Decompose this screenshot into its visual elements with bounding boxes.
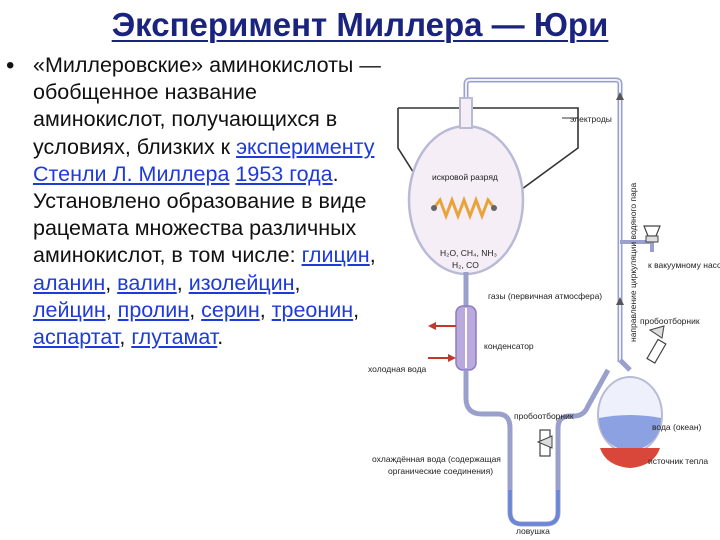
bullet-marker: •	[6, 52, 15, 79]
flow-arrow-icon	[616, 297, 624, 305]
link-aspartate[interactable]: аспартат	[33, 325, 120, 350]
water-in-arrow-icon	[448, 354, 456, 362]
label-water-ocean: вода (океан)	[652, 422, 702, 432]
slide-title: Эксперимент Миллера — Юри	[111, 6, 609, 43]
label-chem-1: H₂O, CH₄, NH₃	[440, 248, 497, 258]
separator: ,	[369, 243, 376, 268]
separator: ,	[105, 270, 118, 295]
electrode-wire-right	[398, 107, 579, 209]
label-sampler-top: пробоотборник	[640, 316, 700, 326]
sampler-top-handle-icon	[648, 325, 665, 339]
heat-source	[600, 448, 660, 468]
link-leucine[interactable]: лейцин	[33, 297, 106, 322]
separator: ,	[176, 270, 189, 295]
u-trap-tube	[463, 368, 611, 527]
label-condenser: конденсатор	[484, 341, 534, 351]
separator: ,	[105, 297, 118, 322]
ocean-water	[599, 415, 661, 452]
link-experiment[interactable]: эксперименту Стенли Л. Миллера	[33, 134, 375, 186]
separator: ,	[119, 325, 132, 350]
label-cooled-water-2: органические соединения)	[388, 466, 493, 476]
separator: ,	[294, 270, 301, 295]
link-proline[interactable]: пролин	[117, 297, 190, 322]
period: .	[217, 325, 224, 350]
link-serine[interactable]: серин	[201, 297, 260, 322]
label-cold-water: холодная вода	[368, 364, 427, 374]
flow-arrow-icon	[616, 92, 624, 100]
label-heat-source: источник тепла	[648, 456, 708, 466]
stopcock-icon	[643, 225, 661, 237]
spark-discharge-icon	[432, 195, 496, 221]
body-paragraph: «Миллеровские» аминокислоты — обобщенное…	[33, 52, 383, 351]
link-alanine[interactable]: аланин	[33, 270, 106, 295]
label-vacuum: к вакуумному насосу	[648, 260, 720, 270]
text-result: . Установлено образование в виде рацемат…	[33, 161, 367, 268]
text-intro: «Миллеровские» аминокислоты — обобщенное…	[33, 53, 381, 159]
link-threonine[interactable]: треонин	[271, 297, 354, 322]
separator: ,	[189, 297, 202, 322]
label-gases: газы (первичная атмосфера)	[488, 291, 602, 301]
label-chem-2: H₂, CO	[452, 260, 479, 270]
link-year[interactable]: 1953 года	[235, 161, 333, 186]
link-valine[interactable]: валин	[117, 270, 177, 295]
label-spark: искровой разряд	[432, 172, 498, 182]
label-electrodes: электроды	[570, 114, 612, 124]
link-glycine[interactable]: глицин	[301, 243, 370, 268]
label-sampler-bottom: пробоотборник	[514, 411, 574, 421]
link-glutamate[interactable]: глутамат	[131, 325, 218, 350]
label-cooled-water-1: охлаждённая вода (содержащая	[372, 454, 501, 464]
separator: ,	[353, 297, 360, 322]
water-out-arrow-icon	[428, 322, 436, 330]
sampler-bottom-handle-icon	[536, 435, 553, 449]
label-circulation: направление циркуляции водяного пара	[628, 182, 638, 342]
separator: ,	[259, 297, 272, 322]
label-trap: ловушка	[516, 526, 550, 536]
sampler-top-valve	[646, 338, 667, 364]
link-isoleucine[interactable]: изолейцин	[188, 270, 295, 295]
